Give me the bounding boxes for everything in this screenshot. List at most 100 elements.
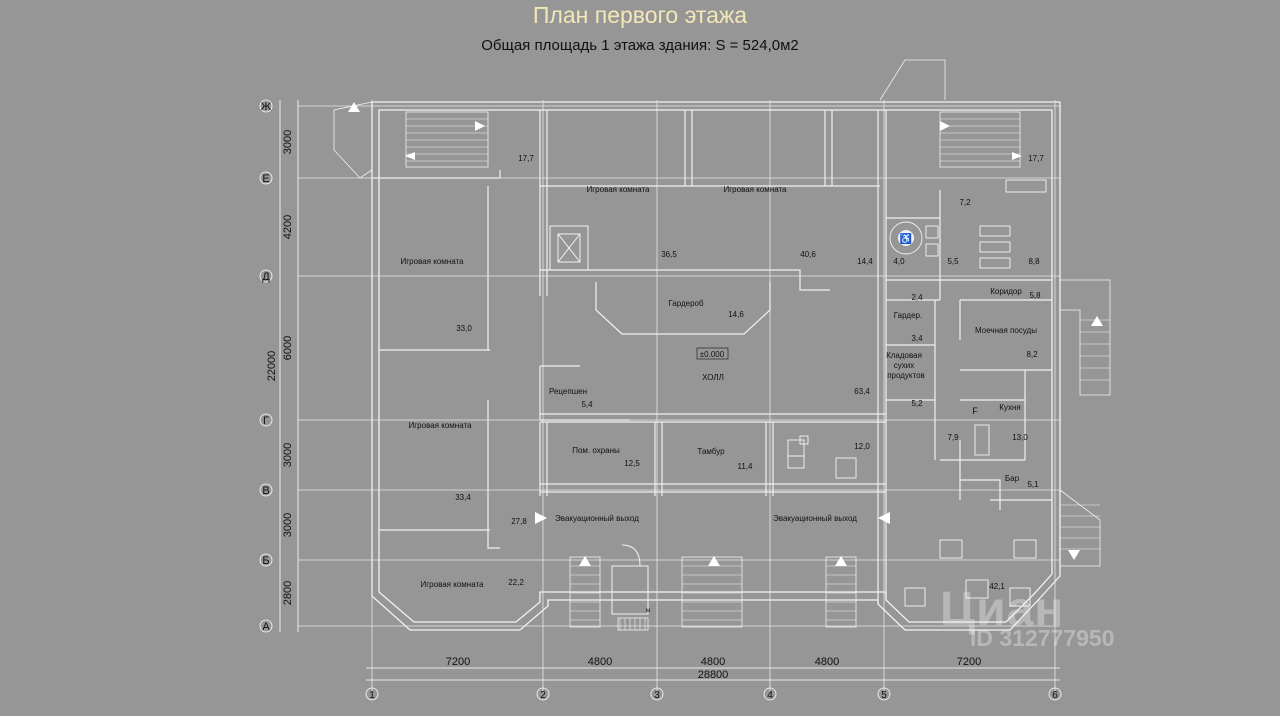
area-label: 12,0	[854, 442, 870, 451]
symbols: F м	[646, 406, 978, 614]
row-dim-6: 2800	[282, 581, 294, 605]
wc-symbol: F	[972, 406, 978, 416]
row-dim-4: 3000	[282, 443, 294, 467]
room-area: 8,2	[1026, 350, 1038, 359]
exit-arrows	[348, 102, 1103, 566]
elevator-shaft	[549, 225, 649, 615]
row-dim-5: 3000	[282, 513, 294, 537]
room-name: Моечная посуды	[975, 326, 1037, 335]
col-dim-4: 4800	[815, 656, 839, 668]
axis-label-row-5: В	[262, 485, 269, 497]
axis-label-row-4: Г	[263, 415, 269, 427]
room-name: Пом. охраны	[572, 446, 620, 455]
axis-label-col-6: 6	[1052, 690, 1058, 701]
exit-arrow-icon	[1012, 152, 1022, 160]
furniture	[787, 179, 1047, 607]
axis-label-row-2: Е	[262, 173, 269, 185]
area-label: 42,1	[989, 582, 1005, 591]
col-dim-total: 28800	[698, 669, 729, 681]
dimension-lines	[279, 100, 1060, 681]
exit-arrow-icon	[1068, 550, 1080, 560]
room-name: Эвакуационный выход	[555, 514, 639, 523]
col-dim-3: 4800	[701, 656, 725, 668]
room-name: Тамбур	[697, 447, 725, 456]
room-area: 14,6	[728, 310, 744, 319]
exit-arrow-icon	[579, 556, 591, 566]
room-area: 63,4	[854, 387, 870, 396]
outer-walls	[371, 101, 1061, 631]
area-label: 7,9	[947, 433, 959, 442]
area-label: 14,4	[857, 257, 873, 266]
room-name: Эвакуационный выход	[773, 514, 857, 523]
room-name: Бар	[1005, 474, 1020, 483]
area-labels: 17,7 17,7 7,2 14,4 4,0 5,5 8,8 2,4 12,0 …	[518, 154, 1044, 591]
room-name-line3: продуктов	[887, 371, 925, 380]
room-name: Игровая комната	[401, 257, 465, 266]
room-area: 5,2	[911, 399, 923, 408]
lift-mark: м	[646, 608, 650, 614]
area-label: 17,7	[1028, 154, 1044, 163]
room-area: 5,4	[581, 400, 593, 409]
room-area: 22,2	[508, 578, 524, 587]
axis-label-row-6: Б	[262, 555, 269, 567]
area-label: 8,8	[1028, 257, 1040, 266]
room-name-line1: Кладовая	[886, 351, 922, 360]
interior-walls	[372, 110, 1052, 600]
exit-arrow-icon	[1091, 316, 1103, 326]
room-name: Игровая комната	[421, 580, 485, 589]
exit-arrow-icon	[405, 152, 415, 160]
exit-arrow-icon	[940, 121, 950, 131]
exit-arrow-icon	[708, 556, 720, 566]
area-label: 2,4	[911, 293, 923, 302]
exit-arrow-icon	[475, 121, 485, 131]
stair-treads	[406, 118, 1110, 630]
stairs	[333, 59, 1111, 631]
column-dimension-labels: 7200 4800 4800 4800 7200 28800	[446, 656, 981, 681]
room-area: 5,8	[1029, 291, 1041, 300]
room-name: Игровая комната	[587, 185, 651, 194]
room-area: 27,8	[511, 517, 527, 526]
room-name: Кухня	[999, 403, 1020, 412]
room-name: Гардер.	[894, 311, 922, 320]
room-area: 33,0	[456, 324, 472, 333]
row-dimension-labels: 3000 4200 6000 3000 3000 2800 22000	[266, 130, 294, 605]
area-label: 7,2	[959, 198, 971, 207]
room-area: 12,5	[624, 459, 640, 468]
axis-label-row-3: Д	[262, 271, 270, 283]
column-axis-labels: 1 2 3 4 5 6	[365, 687, 1062, 701]
room-area: 3,4	[911, 334, 923, 343]
axis-label-col-4: 4	[767, 690, 773, 701]
room-name: ХОЛЛ	[702, 373, 724, 382]
row-dim-total: 22000	[266, 351, 278, 382]
col-dim-5: 7200	[957, 656, 981, 668]
room-name-line2: сухих	[894, 361, 914, 370]
room-name: Коридор	[990, 287, 1022, 296]
exit-arrow-icon	[835, 556, 847, 566]
room-name: Игровая комната	[724, 185, 788, 194]
plan-title: План первого этажа	[532, 2, 748, 28]
exit-arrow-icon	[535, 512, 547, 524]
room-area: 5,1	[1027, 480, 1039, 489]
watermark-id: ID 312777950	[970, 625, 1115, 651]
area-label: 4,0	[893, 257, 905, 266]
watermark-logo: Циан	[940, 583, 1065, 636]
svg-text:♿: ♿	[900, 232, 912, 245]
level-mark: ±0.000	[696, 347, 729, 360]
row-dim-3: 6000	[282, 336, 294, 360]
row-dim-1: 3000	[282, 130, 294, 154]
room-area: 40,6	[800, 250, 816, 259]
axis-label-col-5: 5	[881, 690, 887, 701]
col-dim-2: 4800	[588, 656, 612, 668]
room-labels: Игровая комната Игровая комната 36,5 Игр…	[401, 185, 1042, 589]
axis-label-col-1: 1	[369, 690, 375, 701]
col-dim-1: 7200	[446, 656, 470, 668]
plan-subtitle: Общая площадь 1 этажа здания: S = 524,0м…	[481, 37, 799, 54]
room-area: 36,5	[661, 250, 677, 259]
axis-label-row-1: Ж	[261, 101, 271, 113]
axis-label-row-7: А	[262, 621, 270, 633]
level-mark-label: ±0.000	[700, 350, 725, 359]
room-area: 33,4	[455, 493, 471, 502]
axis-label-col-2: 2	[540, 690, 546, 701]
room-area: 11,4	[738, 462, 754, 471]
